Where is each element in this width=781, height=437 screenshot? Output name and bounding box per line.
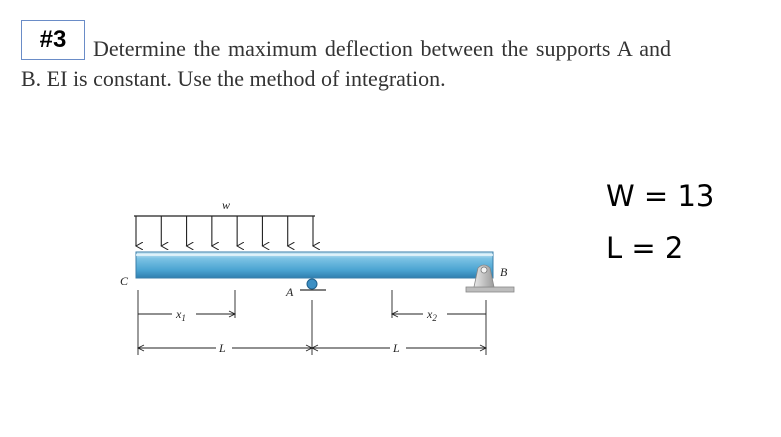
x1-arrowhead	[228, 310, 237, 318]
support-b: B	[465, 264, 515, 293]
pin-b-bracket	[473, 264, 495, 288]
problem-text: Determine the maximum deflection between…	[21, 36, 671, 91]
given-w: W = 13	[606, 179, 715, 213]
x1-label: x1	[175, 307, 186, 323]
pin-b	[480, 266, 488, 274]
problem-statement: #3 Determine the maximum deflection betw…	[21, 20, 671, 94]
problem-number: #3	[21, 20, 85, 60]
pin-b-base	[465, 286, 515, 293]
distributed-load: w	[134, 198, 315, 246]
given-w-label: W	[606, 179, 635, 213]
support-a: A	[285, 278, 326, 299]
span2-label: L	[392, 341, 400, 355]
span2-arrow-left	[310, 344, 319, 352]
x2-label-sub: 2	[432, 313, 437, 323]
dimensions	[136, 290, 488, 355]
beam-body	[135, 251, 494, 279]
given-w-value: 13	[677, 179, 715, 213]
load-arrows	[136, 216, 313, 246]
span1-arrow-left	[136, 344, 145, 352]
x2-arrowhead	[390, 310, 399, 318]
x2-label: x2	[426, 307, 437, 323]
given-l-value: 2	[664, 231, 684, 265]
x1-label-sub: 1	[181, 313, 186, 323]
roller-a	[306, 278, 318, 290]
x1-label-x: x	[175, 307, 182, 321]
load-label: w	[222, 198, 230, 212]
span2-arrow-right	[479, 344, 488, 352]
given-l: L = 2	[606, 231, 684, 265]
given-values: W = 13 L = 2	[606, 176, 714, 280]
end-c-label: C	[120, 274, 129, 288]
support-a-label: A	[285, 285, 294, 299]
given-l-label: L	[606, 231, 623, 265]
span1-label: L	[218, 341, 226, 355]
beam	[135, 251, 494, 279]
x2-label-x: x	[426, 307, 433, 321]
support-b-label: B	[500, 265, 508, 279]
